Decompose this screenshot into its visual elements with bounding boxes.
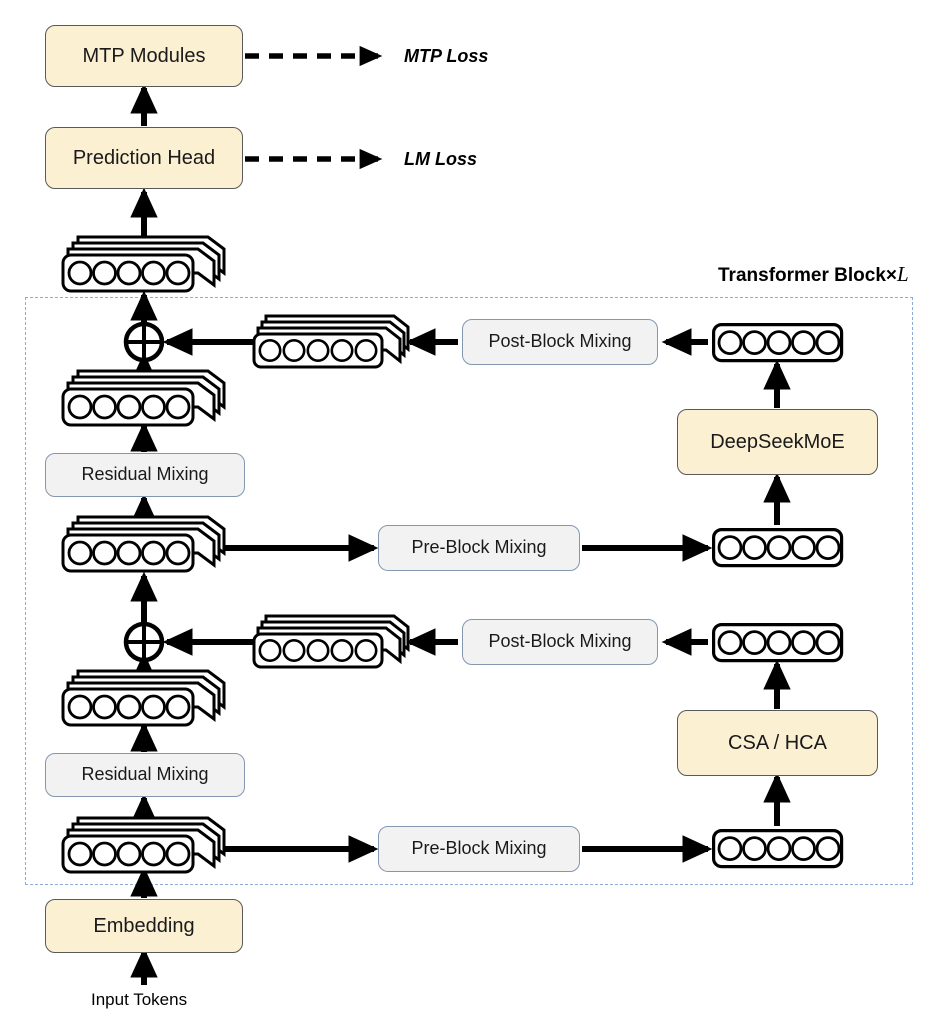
input-tokens-label: Input Tokens — [91, 990, 188, 1009]
token-bar-attention-input — [712, 829, 844, 869]
transformer-block-frame — [25, 297, 913, 885]
pre-block-mixing-lower-box[interactable]: Pre-Block Mixing — [378, 826, 580, 872]
embedding-label: Embedding — [93, 915, 195, 937]
token-stack-residual-upper-out — [61, 366, 237, 438]
token-stack-post-block-lower — [252, 610, 422, 678]
deepseekmoe-box[interactable]: DeepSeekMoE — [677, 409, 878, 475]
mtp-modules-label: MTP Modules — [82, 45, 206, 67]
residual-mixing-upper-label: Residual Mixing — [81, 464, 209, 485]
prediction-head-box[interactable]: Prediction Head — [45, 127, 243, 189]
token-stack-pre-block-lower-in — [61, 813, 237, 885]
embedding-box[interactable]: Embedding — [45, 899, 243, 953]
pre-block-mixing-lower-label: Pre-Block Mixing — [411, 838, 547, 859]
deepseekmoe-label: DeepSeekMoE — [710, 431, 845, 453]
repeat-times-symbol: × — [885, 265, 898, 286]
repeat-count-L: L — [897, 262, 909, 286]
post-block-mixing-upper-box[interactable]: Post-Block Mixing — [462, 319, 658, 365]
post-block-mixing-lower-box[interactable]: Post-Block Mixing — [462, 619, 658, 665]
post-block-mixing-upper-label: Post-Block Mixing — [488, 331, 632, 352]
post-block-mixing-lower-label: Post-Block Mixing — [488, 631, 632, 652]
residual-mixing-upper-box[interactable]: Residual Mixing — [45, 453, 245, 497]
token-stack-top-output — [61, 232, 237, 304]
mtp-loss-label: MTP Loss — [404, 46, 489, 66]
residual-mixing-lower-label: Residual Mixing — [81, 764, 209, 785]
csa-hca-label: CSA / HCA — [728, 732, 827, 754]
token-bar-attention-output — [712, 623, 844, 663]
token-bar-moe-input — [712, 528, 844, 568]
pre-block-mixing-upper-box[interactable]: Pre-Block Mixing — [378, 525, 580, 571]
pre-block-mixing-upper-label: Pre-Block Mixing — [411, 537, 547, 558]
token-stack-residual-lower-out — [61, 666, 237, 738]
mtp-modules-box[interactable]: MTP Modules — [45, 25, 243, 87]
residual-mixing-lower-box[interactable]: Residual Mixing — [45, 753, 245, 797]
token-bar-moe-output — [712, 323, 844, 363]
csa-hca-box[interactable]: CSA / HCA — [677, 710, 878, 776]
prediction-head-label: Prediction Head — [72, 147, 216, 169]
lm-loss-label: LM Loss — [404, 149, 478, 169]
transformer-block-title: Transformer Block — [718, 265, 886, 286]
transformer-block-label: Transformer Block×L — [718, 262, 909, 287]
token-stack-post-block-upper — [252, 310, 422, 378]
token-stack-pre-block-upper-in — [61, 512, 237, 584]
